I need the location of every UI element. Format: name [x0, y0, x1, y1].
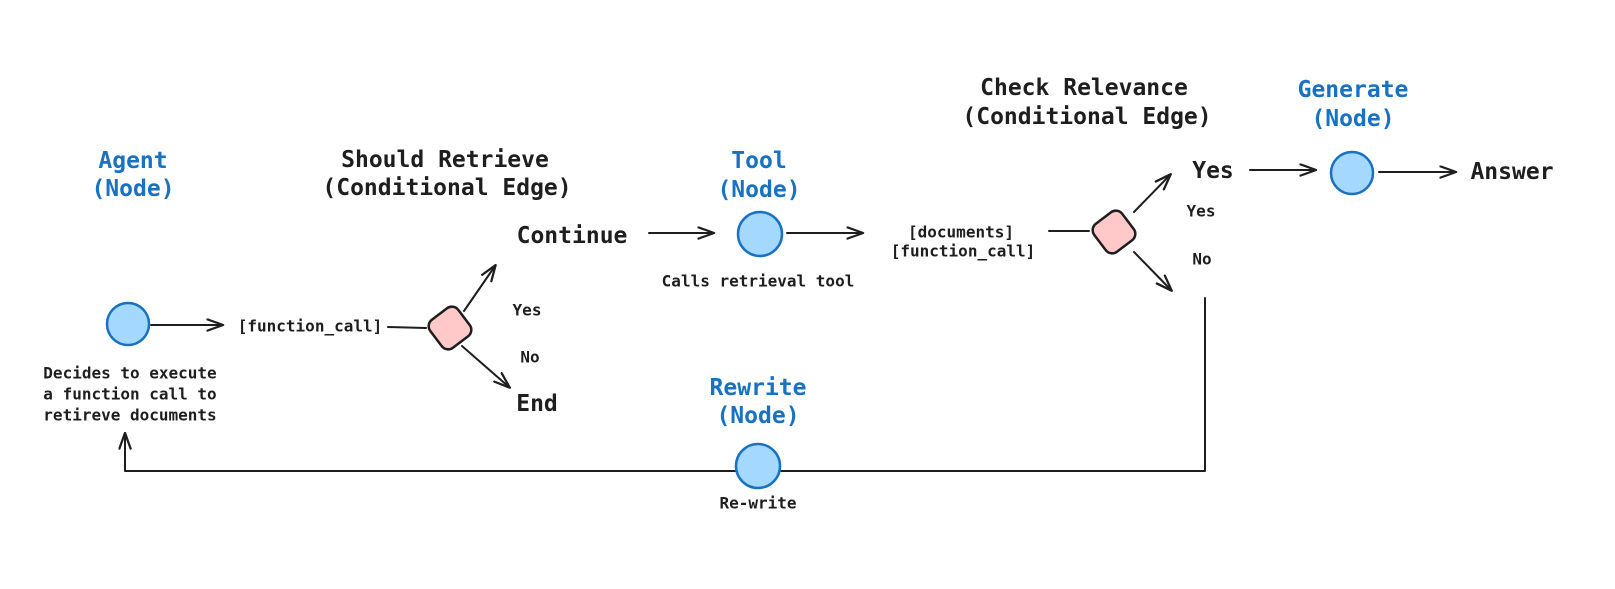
rewrite-title: Rewrite: [710, 375, 807, 401]
should-retrieve-title: Should Retrieve: [341, 147, 549, 173]
should-no-label: No: [520, 348, 539, 367]
tool-node-circle: [736, 210, 784, 258]
continue-label: Continue: [517, 223, 628, 249]
check-yes-label: Yes: [1187, 202, 1216, 221]
tool-title: Tool: [731, 148, 786, 174]
tool-description: Calls retrieval tool: [662, 272, 855, 291]
should-retrieve-subtitle: (Conditional Edge): [322, 175, 571, 201]
generate-title: Generate: [1298, 77, 1409, 103]
check-relevance-diamond: [1091, 209, 1137, 255]
end-label: End: [516, 391, 558, 417]
generate-type-label: (Node): [1311, 106, 1394, 132]
edge-check-diamond-yes-arrow: [1133, 173, 1172, 213]
answer-label: Answer: [1470, 159, 1553, 185]
edge-function-call-to-should-diamond: [387, 326, 427, 329]
generate-node-circle: [1329, 150, 1375, 196]
should-yes-label: Yes: [513, 301, 542, 320]
agent-description-line1: Decides to execute: [43, 364, 216, 383]
tool-type-label: (Node): [717, 177, 800, 203]
check-relevance-title: Check Relevance: [980, 75, 1188, 101]
check-relevance-subtitle: (Conditional Edge): [962, 104, 1211, 130]
should-retrieve-diamond: [427, 305, 473, 351]
check-yes-result-label: Yes: [1192, 158, 1234, 184]
tool-output-documents: [documents]: [908, 223, 1014, 242]
agent-description-line3: retireve documents: [43, 406, 216, 425]
agent-node-circle: [105, 301, 151, 347]
edge-no-return-to-agent: [118, 297, 1206, 472]
tool-output-function-call: [function_call]: [891, 242, 1036, 261]
agent-title: Agent: [98, 148, 167, 174]
check-no-label: No: [1192, 250, 1211, 269]
agent-type-label: (Node): [91, 176, 174, 202]
edge-should-diamond-no-arrow: [461, 345, 511, 389]
agent-description-line2: a function call to: [43, 385, 216, 404]
rewrite-node-circle: [734, 442, 782, 490]
agent-output-function-call: [function_call]: [238, 317, 383, 336]
rewrite-description: Re-write: [719, 494, 796, 513]
rewrite-type-label: (Node): [716, 403, 799, 429]
edge-check-diamond-no-arrow: [1133, 251, 1173, 292]
edge-should-diamond-yes-arrow: [463, 263, 497, 312]
